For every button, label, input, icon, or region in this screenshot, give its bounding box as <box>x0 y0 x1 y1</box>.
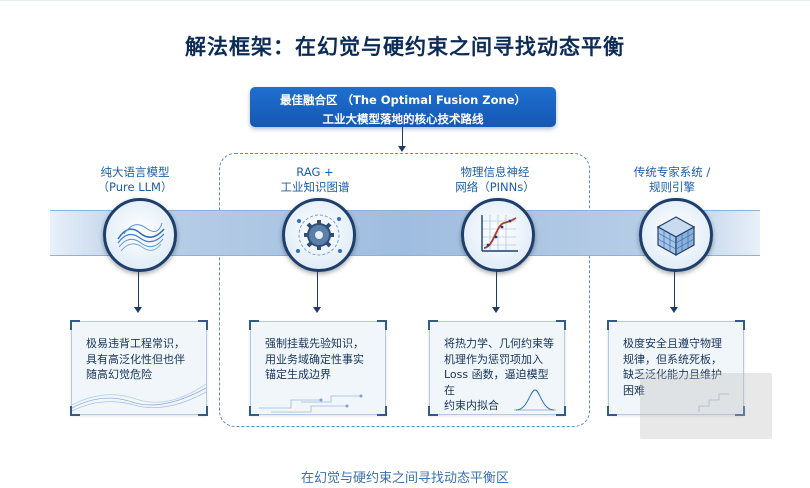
fusion-connector-line <box>402 127 403 147</box>
node-pure-llm <box>103 198 177 272</box>
figure-caption: 在幻觉与硬约束之间寻找动态平衡区 <box>300 471 509 486</box>
fusion-zone-dashed-frame <box>219 153 590 427</box>
description-box-pure-llm: 极易违背工程常识， 具有高泛化性但也伴 随高幻觉危险 <box>70 320 208 416</box>
diagram-title: 解法框架：在幻觉与硬约束之间寻找动态平衡 <box>185 35 625 59</box>
cube-grid-icon <box>656 216 696 257</box>
description-box-expert-system: 极度安全且遵守物理 规律，但系统死板， 缺乏泛化能力且维护 困难 <box>607 320 745 416</box>
description-text-pure-llm: 极易违背工程常识， 具有高泛化性但也伴 随高幻觉危险 <box>86 337 185 381</box>
circuit-lines-decoration <box>259 394 363 413</box>
connector-rag-kg <box>317 269 318 309</box>
fusion-zone-title: 最佳融合区 （The Optimal Fusion Zone） <box>279 93 527 107</box>
node-label-pinns: 物理信息神经 网络（PINNs） <box>455 165 535 194</box>
connector-expert-system <box>674 269 675 309</box>
node-pinns <box>461 198 535 272</box>
peak-curve-decoration <box>514 389 556 411</box>
node-label-expert-system: 传统专家系统 / 规则引擎 <box>633 165 711 194</box>
connector-arrow-pure-llm <box>134 307 142 313</box>
watermark <box>640 373 772 439</box>
fusion-zone-subtitle: 工业大模型落地的核心技术路线 <box>322 112 484 126</box>
connector-arrow-rag-kg <box>313 307 321 313</box>
description-text-rag-kg: 强制挂载先验知识， 用业务域确定性事实 锚定生成边界 <box>265 337 364 381</box>
description-box-rag-kg: 强制挂载先验知识， 用业务域确定性事实 锚定生成边界 <box>249 320 387 416</box>
node-label-pure-llm: 纯大语言模型 （Pure LLM） <box>97 165 173 194</box>
wave-surface-icon <box>117 222 165 252</box>
description-box-pinns: 将热力学、几何约束等 机理作为惩罚项加入 Loss 函数，逼迫模型在 约束内拟合 <box>428 320 566 416</box>
fusion-connector-arrow <box>398 146 406 152</box>
diagram-card: 解法框架：在幻觉与硬约束之间寻找动态平衡 最佳融合区 （The Optimal … <box>0 0 810 439</box>
connector-pinns <box>496 269 497 309</box>
description-text-pinns: 将热力学、几何约束等 机理作为惩罚项加入 Loss 函数，逼迫模型在 约束内拟合 <box>444 337 554 412</box>
connector-pure-llm <box>138 269 139 309</box>
node-expert-system <box>639 198 713 272</box>
connector-arrow-pinns <box>492 307 500 313</box>
description-text-expert-system: 极度安全且遵守物理 规律，但系统死板， 缺乏泛化能力且维护 困难 <box>623 337 722 397</box>
node-label-rag-kg: RAG + 工业知识图谱 <box>280 165 350 194</box>
gear-network-icon <box>296 214 342 256</box>
wave-lines-decoration <box>72 383 206 412</box>
optimal-fusion-zone-box: 最佳融合区 （The Optimal Fusion Zone） 工业大模型落地的… <box>250 87 556 127</box>
step-lines-decoration <box>698 393 729 412</box>
curve-chart-icon <box>481 215 518 252</box>
connector-arrow-expert-system <box>670 307 678 313</box>
node-rag-kg <box>282 198 356 272</box>
